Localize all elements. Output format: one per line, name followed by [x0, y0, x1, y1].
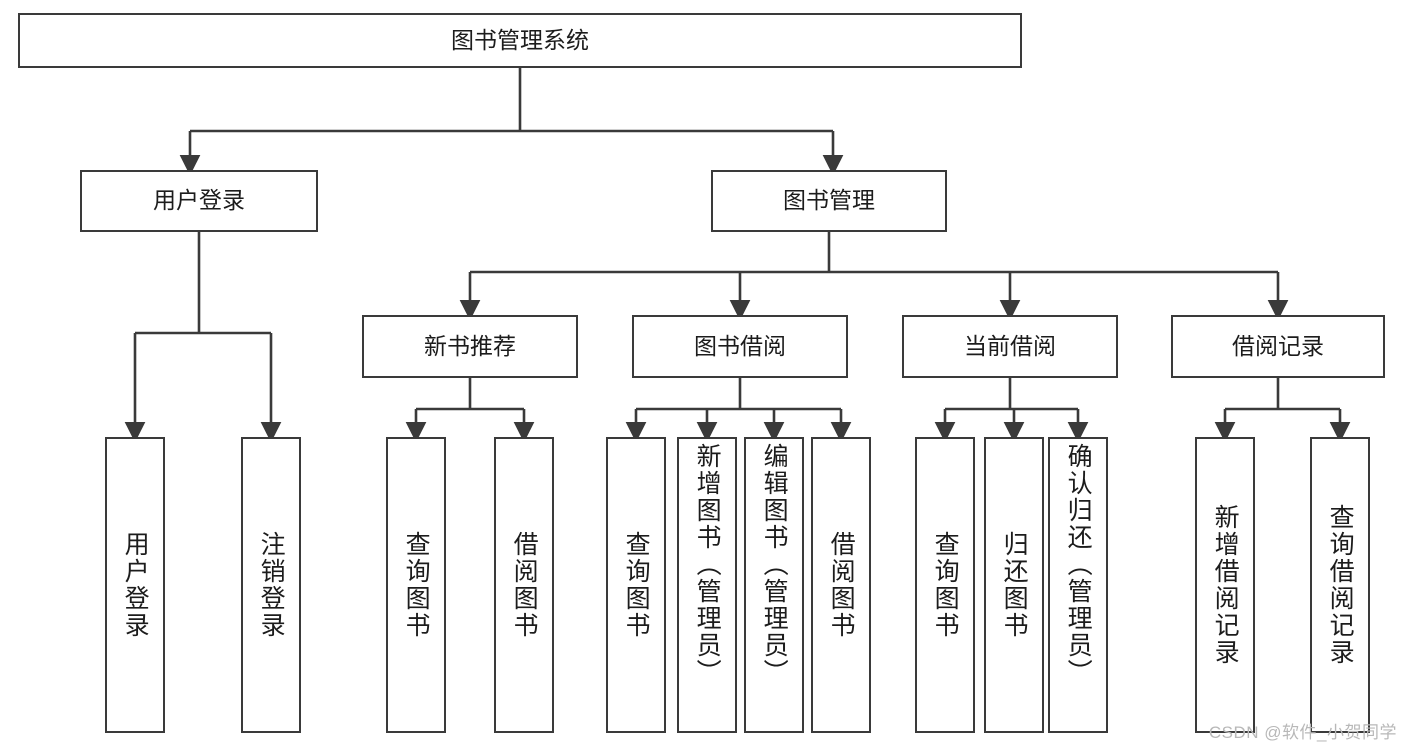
leaf-recommend-borrow-book[interactable]: 借阅图书 — [494, 437, 554, 733]
leaf-borrow-edit-book-admin[interactable]: 编辑图书（管理员） — [744, 437, 804, 733]
leaf-borrow-add-book-admin[interactable]: 新增图书（管理员） — [677, 437, 737, 733]
leaf-current-query-book[interactable]: 查询图书 — [915, 437, 975, 733]
watermark-text: CSDN @软件_小贺同学 — [1208, 723, 1397, 742]
node-label: 用户登录 — [121, 531, 150, 639]
node-label: 新增借阅记录 — [1211, 504, 1240, 666]
node-user-login[interactable]: 用户登录 — [80, 170, 318, 232]
node-book-management[interactable]: 图书管理 — [711, 170, 947, 232]
node-book-borrow[interactable]: 图书借阅 — [632, 315, 848, 378]
node-label: 新增图书（管理员） — [693, 443, 722, 686]
node-label: 图书管理系统 — [451, 26, 589, 53]
node-label: 借阅图书 — [827, 531, 856, 639]
node-new-book-recommend[interactable]: 新书推荐 — [362, 315, 578, 378]
node-label: 借阅记录 — [1232, 332, 1324, 359]
node-label: 查询图书 — [402, 531, 431, 639]
node-label: 确认归还（管理员） — [1064, 443, 1093, 686]
node-label: 查询借阅记录 — [1326, 504, 1355, 666]
leaf-record-add-record[interactable]: 新增借阅记录 — [1195, 437, 1255, 733]
node-label: 新书推荐 — [424, 332, 516, 359]
node-current-borrow[interactable]: 当前借阅 — [902, 315, 1118, 378]
node-label: 查询图书 — [622, 531, 651, 639]
node-label: 图书管理 — [783, 187, 875, 214]
node-label: 查询图书 — [931, 531, 960, 639]
node-borrow-record[interactable]: 借阅记录 — [1171, 315, 1385, 378]
leaf-record-query-record[interactable]: 查询借阅记录 — [1310, 437, 1370, 733]
leaf-recommend-query-book[interactable]: 查询图书 — [386, 437, 446, 733]
leaf-current-return-book[interactable]: 归还图书 — [984, 437, 1044, 733]
node-label: 用户登录 — [153, 187, 245, 214]
leaf-borrow-borrow-book[interactable]: 借阅图书 — [811, 437, 871, 733]
node-root-system[interactable]: 图书管理系统 — [18, 13, 1022, 68]
leaf-borrow-query-book[interactable]: 查询图书 — [606, 437, 666, 733]
leaf-user-logout[interactable]: 注销登录 — [241, 437, 301, 733]
node-label: 图书借阅 — [694, 332, 786, 359]
node-label: 当前借阅 — [964, 332, 1056, 359]
leaf-current-confirm-return-admin[interactable]: 确认归还（管理员） — [1048, 437, 1108, 733]
node-label: 借阅图书 — [510, 531, 539, 639]
node-label: 注销登录 — [257, 531, 286, 639]
node-label: 归还图书 — [1000, 531, 1029, 639]
node-label: 编辑图书（管理员） — [760, 443, 789, 686]
leaf-user-login[interactable]: 用户登录 — [105, 437, 165, 733]
